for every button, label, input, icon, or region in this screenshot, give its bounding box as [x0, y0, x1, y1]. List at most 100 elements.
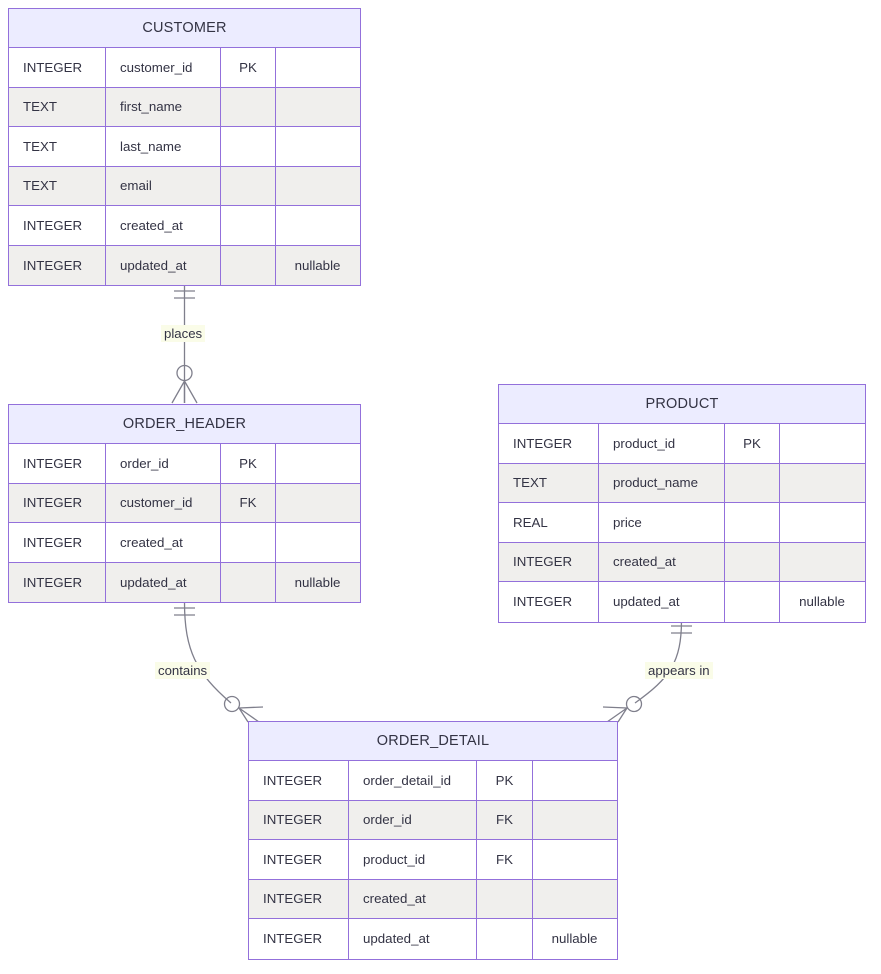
attr-key	[725, 503, 780, 542]
relationship-places	[171, 285, 198, 404]
relationship-label-places: places	[161, 325, 206, 342]
attr-type: INTEGER	[9, 206, 106, 245]
table-row[interactable]: INTEGER order_id FK	[249, 800, 617, 840]
table-row[interactable]: INTEGER created_at	[9, 523, 360, 563]
table-row[interactable]: INTEGER order_detail_id PK	[249, 761, 617, 801]
attr-type: TEXT	[499, 463, 599, 502]
attr-comment	[533, 880, 616, 919]
attr-name: updated_at	[599, 582, 725, 622]
attr-key	[221, 562, 276, 602]
places-one-marker	[174, 290, 195, 299]
attr-type: INTEGER	[9, 483, 106, 522]
attr-comment	[276, 206, 359, 245]
table-row[interactable]: INTEGER updated_at nullable	[9, 245, 360, 285]
table-row[interactable]: INTEGER updated_at nullable	[249, 919, 617, 959]
attr-comment	[533, 801, 616, 840]
table-row[interactable]: INTEGER order_id PK	[9, 444, 360, 484]
entity-product[interactable]: PRODUCT INTEGER product_id PK TEXT produ…	[498, 384, 866, 623]
attr-comment	[276, 48, 359, 87]
entity-attributes-product: INTEGER product_id PK TEXT product_name …	[499, 424, 865, 622]
table-row[interactable]: TEXT first_name	[9, 87, 360, 127]
table-row[interactable]: INTEGER created_at	[499, 542, 865, 582]
relationship-label-appears-in: appears in	[645, 662, 713, 679]
attr-type: INTEGER	[249, 761, 349, 800]
attr-name: created_at	[599, 542, 725, 581]
table-row[interactable]: INTEGER updated_at nullable	[499, 582, 865, 622]
places-zero-circle	[176, 364, 193, 382]
attr-key: PK	[725, 424, 780, 463]
table-row[interactable]: INTEGER customer_id FK	[9, 483, 360, 523]
attr-comment	[533, 761, 616, 800]
attr-type: INTEGER	[9, 523, 106, 562]
attr-type: TEXT	[9, 87, 106, 126]
entity-title-customer: CUSTOMER	[9, 9, 360, 48]
attr-type: INTEGER	[249, 919, 349, 959]
table-row[interactable]: TEXT last_name	[9, 127, 360, 167]
table-row[interactable]: INTEGER customer_id PK	[9, 48, 360, 88]
table-row[interactable]: INTEGER product_id FK	[249, 840, 617, 880]
attr-name: product_id	[599, 424, 725, 463]
appears-in-zero-circle	[625, 695, 643, 713]
attr-comment	[276, 88, 359, 127]
table-row[interactable]: REAL price	[499, 503, 865, 543]
attr-name: email	[106, 166, 221, 205]
attr-name: updated_at	[349, 919, 477, 959]
attr-type: INTEGER	[499, 582, 599, 622]
entity-attributes-order-header: INTEGER order_id PK INTEGER customer_id …	[9, 444, 360, 602]
attr-comment	[276, 484, 359, 523]
attr-comment	[780, 464, 864, 503]
attr-type: INTEGER	[9, 48, 106, 87]
entity-order-header[interactable]: ORDER_HEADER INTEGER order_id PK INTEGER…	[8, 404, 361, 603]
attr-comment: nullable	[294, 574, 341, 590]
attr-name: customer_id	[106, 483, 221, 522]
attr-comment	[276, 444, 359, 483]
entity-attributes-order-detail: INTEGER order_detail_id PK INTEGER order…	[249, 761, 617, 959]
attr-type: INTEGER	[249, 879, 349, 918]
attr-type: INTEGER	[499, 542, 599, 581]
entity-order-detail[interactable]: ORDER_DETAIL INTEGER order_detail_id PK …	[248, 721, 618, 960]
attr-type: INTEGER	[499, 424, 599, 463]
attr-key: PK	[221, 444, 276, 483]
attr-type: INTEGER	[9, 562, 106, 602]
attr-key	[221, 166, 276, 205]
attr-name: created_at	[349, 879, 477, 918]
attr-name: order_id	[349, 800, 477, 839]
attr-key: FK	[221, 483, 276, 522]
attr-key: PK	[221, 48, 276, 87]
attr-name: product_name	[599, 463, 725, 502]
attr-key	[221, 87, 276, 126]
attr-comment	[533, 840, 616, 879]
contains-one-marker	[174, 607, 195, 616]
attr-comment	[780, 424, 864, 463]
attr-key: PK	[477, 761, 533, 800]
attr-name: updated_at	[106, 245, 221, 285]
attr-type: INTEGER	[9, 444, 106, 483]
attr-key	[477, 919, 533, 959]
attr-key	[725, 582, 780, 622]
attr-type: REAL	[499, 503, 599, 542]
attr-name: order_id	[106, 444, 221, 483]
attr-name: order_detail_id	[349, 761, 477, 800]
table-row[interactable]: INTEGER product_id PK	[499, 424, 865, 464]
entity-title-product: PRODUCT	[499, 385, 865, 424]
attr-key	[221, 245, 276, 285]
table-row[interactable]: TEXT email	[9, 166, 360, 206]
appears-in-crowsfoot	[602, 706, 628, 723]
attr-name: updated_at	[106, 562, 221, 602]
places-crowsfoot	[171, 380, 198, 404]
table-row[interactable]: TEXT product_name	[499, 463, 865, 503]
attr-comment	[780, 503, 864, 542]
table-row[interactable]: INTEGER updated_at nullable	[9, 562, 360, 602]
entity-customer[interactable]: CUSTOMER INTEGER customer_id PK TEXT fir…	[8, 8, 361, 286]
entity-title-order-header: ORDER_HEADER	[9, 405, 360, 444]
attr-key	[725, 463, 780, 502]
attr-key	[221, 127, 276, 166]
table-row[interactable]: INTEGER created_at	[9, 206, 360, 246]
table-row[interactable]: INTEGER created_at	[249, 879, 617, 919]
attr-type: TEXT	[9, 166, 106, 205]
attr-name: price	[599, 503, 725, 542]
attr-comment: nullable	[294, 257, 341, 273]
attr-type: TEXT	[9, 127, 106, 166]
attr-name: last_name	[106, 127, 221, 166]
